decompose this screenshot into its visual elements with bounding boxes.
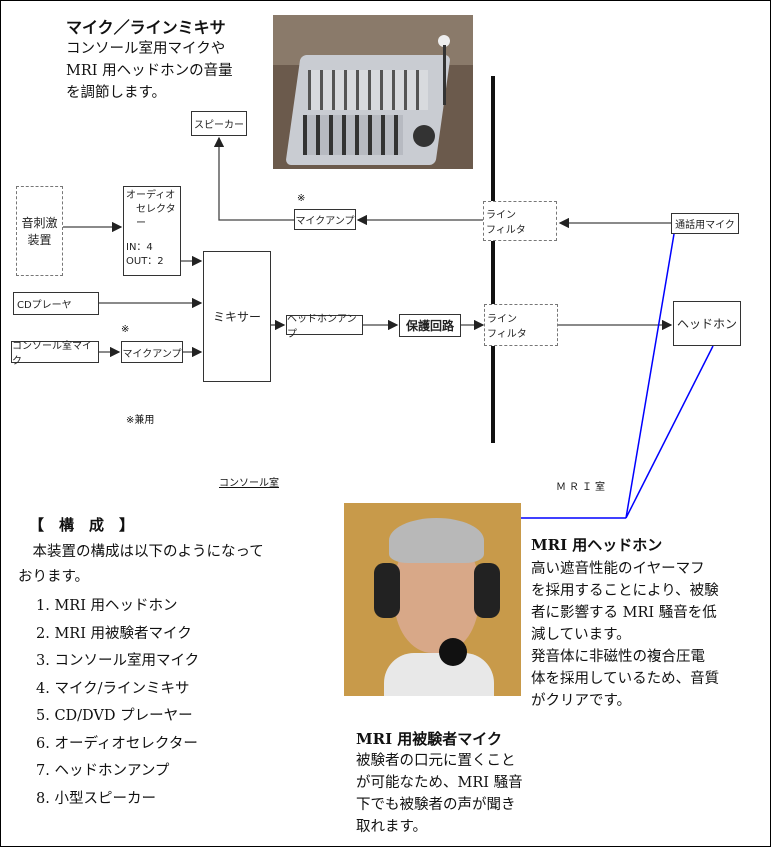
audio-selector-box: オーディオ セレクター IN：4 OUT：2 xyxy=(123,186,181,276)
label: セレクター xyxy=(136,204,176,229)
label: OUT：2 xyxy=(126,256,164,267)
headphone-desc: 発音体に非磁性の複合圧電 xyxy=(531,649,705,665)
mri-room-label: ＭＲＩ室 xyxy=(556,482,608,493)
label: フィルタ xyxy=(487,329,527,340)
headphone-desc: 者に影響する MRI 騒音を低 xyxy=(531,605,717,621)
subject-mic-title: MRI 用被験者マイク xyxy=(356,730,503,748)
cd-player-box: CDプレーヤ xyxy=(13,292,99,315)
list-item: 2. MRI 用被験者マイク xyxy=(36,625,192,642)
console-room-label: コンソール室 xyxy=(219,478,279,489)
label: 音刺激 xyxy=(21,216,58,230)
mixer-photo xyxy=(273,15,473,169)
headphone-box: ヘッドホン xyxy=(673,301,741,346)
headphone-desc: 高い遮音性能のイヤーマフ xyxy=(531,561,705,577)
label: 装置 xyxy=(27,233,52,247)
subject-mic-desc: が可能なため、MRI 騒音 xyxy=(356,775,523,791)
list-item: 5. CD/DVD プレーヤー xyxy=(36,708,193,724)
mixer-desc-3: を調節します。 xyxy=(66,85,167,101)
line-filter-lower: ラインフィルタ xyxy=(484,304,558,346)
headphone-desc: がクリアです。 xyxy=(531,693,632,709)
subject-mic-desc: 被験者の口元に置くこと xyxy=(356,753,516,769)
composition-intro-1: 本装置の構成は以下のようになって xyxy=(18,544,264,560)
mark-note: ※ xyxy=(297,193,306,204)
mixer-desc-1: コンソール室用マイクや xyxy=(66,41,226,57)
mixer-desc-2: MRI 用ヘッドホンの音量 xyxy=(66,63,233,79)
label: フィルタ xyxy=(486,225,526,236)
stimulus-device-box: 音刺激装置 xyxy=(16,186,63,276)
composition-heading: 【 構 成 】 xyxy=(29,516,135,534)
list-item: 4. マイク/ラインミキサ xyxy=(36,680,190,697)
subject-mic-desc: 下でも被験者の声が聞き xyxy=(356,797,516,813)
headphone-desc: を採用することにより、被験 xyxy=(531,583,719,599)
subject-mic-section: MRI 用被験者マイク 被験者の口元に置くこと が可能なため、MRI 騒音 下で… xyxy=(356,728,523,838)
talk-mic-box: 通話用マイク xyxy=(671,213,739,234)
headphone-desc: 減しています。 xyxy=(531,627,631,643)
subject-photo xyxy=(344,503,521,696)
mic-amp-box-upper: マイクアンプ xyxy=(294,209,356,230)
label: IN：4 xyxy=(126,242,153,253)
label: ライン xyxy=(487,314,517,325)
line-filter-upper: ラインフィルタ xyxy=(483,201,557,241)
composition-intro-2: おります。 xyxy=(18,569,90,585)
mark-note: ※ xyxy=(121,324,130,335)
speaker-box: スピーカー xyxy=(191,111,247,136)
shared-note: ※兼用 xyxy=(126,415,155,426)
label: オーディオ xyxy=(126,190,176,201)
list-item: 3. コンソール室用マイク xyxy=(36,653,200,669)
list-item: 6. オーディオセレクター xyxy=(36,735,198,752)
list-item: 8. 小型スピーカー xyxy=(36,790,156,807)
mic-amp-box-lower: マイクアンプ xyxy=(121,341,183,363)
protection-circuit-box: 保護回路 xyxy=(399,314,461,337)
headphone-amp-box: ヘッドホンアンプ xyxy=(286,314,363,340)
subject-mic-desc: 取れます。 xyxy=(356,819,428,835)
mixer-title: マイク／ラインミキサ xyxy=(66,18,226,37)
label: ライン xyxy=(486,210,516,221)
headphone-title: MRI 用ヘッドホン xyxy=(531,536,663,554)
headphone-desc: 体を採用しているため、音質 xyxy=(531,671,720,687)
console-mic-box: コンソール室マイク xyxy=(11,341,99,367)
list-item: 7. ヘッドホンアンプ xyxy=(36,763,170,779)
composition-list: 1. MRI 用ヘッドホン 2. MRI 用被験者マイク 3. コンソール室用マ… xyxy=(36,595,199,815)
headphone-section: MRI 用ヘッドホン 高い遮音性能のイヤーマフ を採用することにより、被験 者に… xyxy=(531,534,719,712)
list-item: 1. MRI 用ヘッドホン xyxy=(36,598,178,614)
mixer-box: ミキサー xyxy=(203,251,271,382)
